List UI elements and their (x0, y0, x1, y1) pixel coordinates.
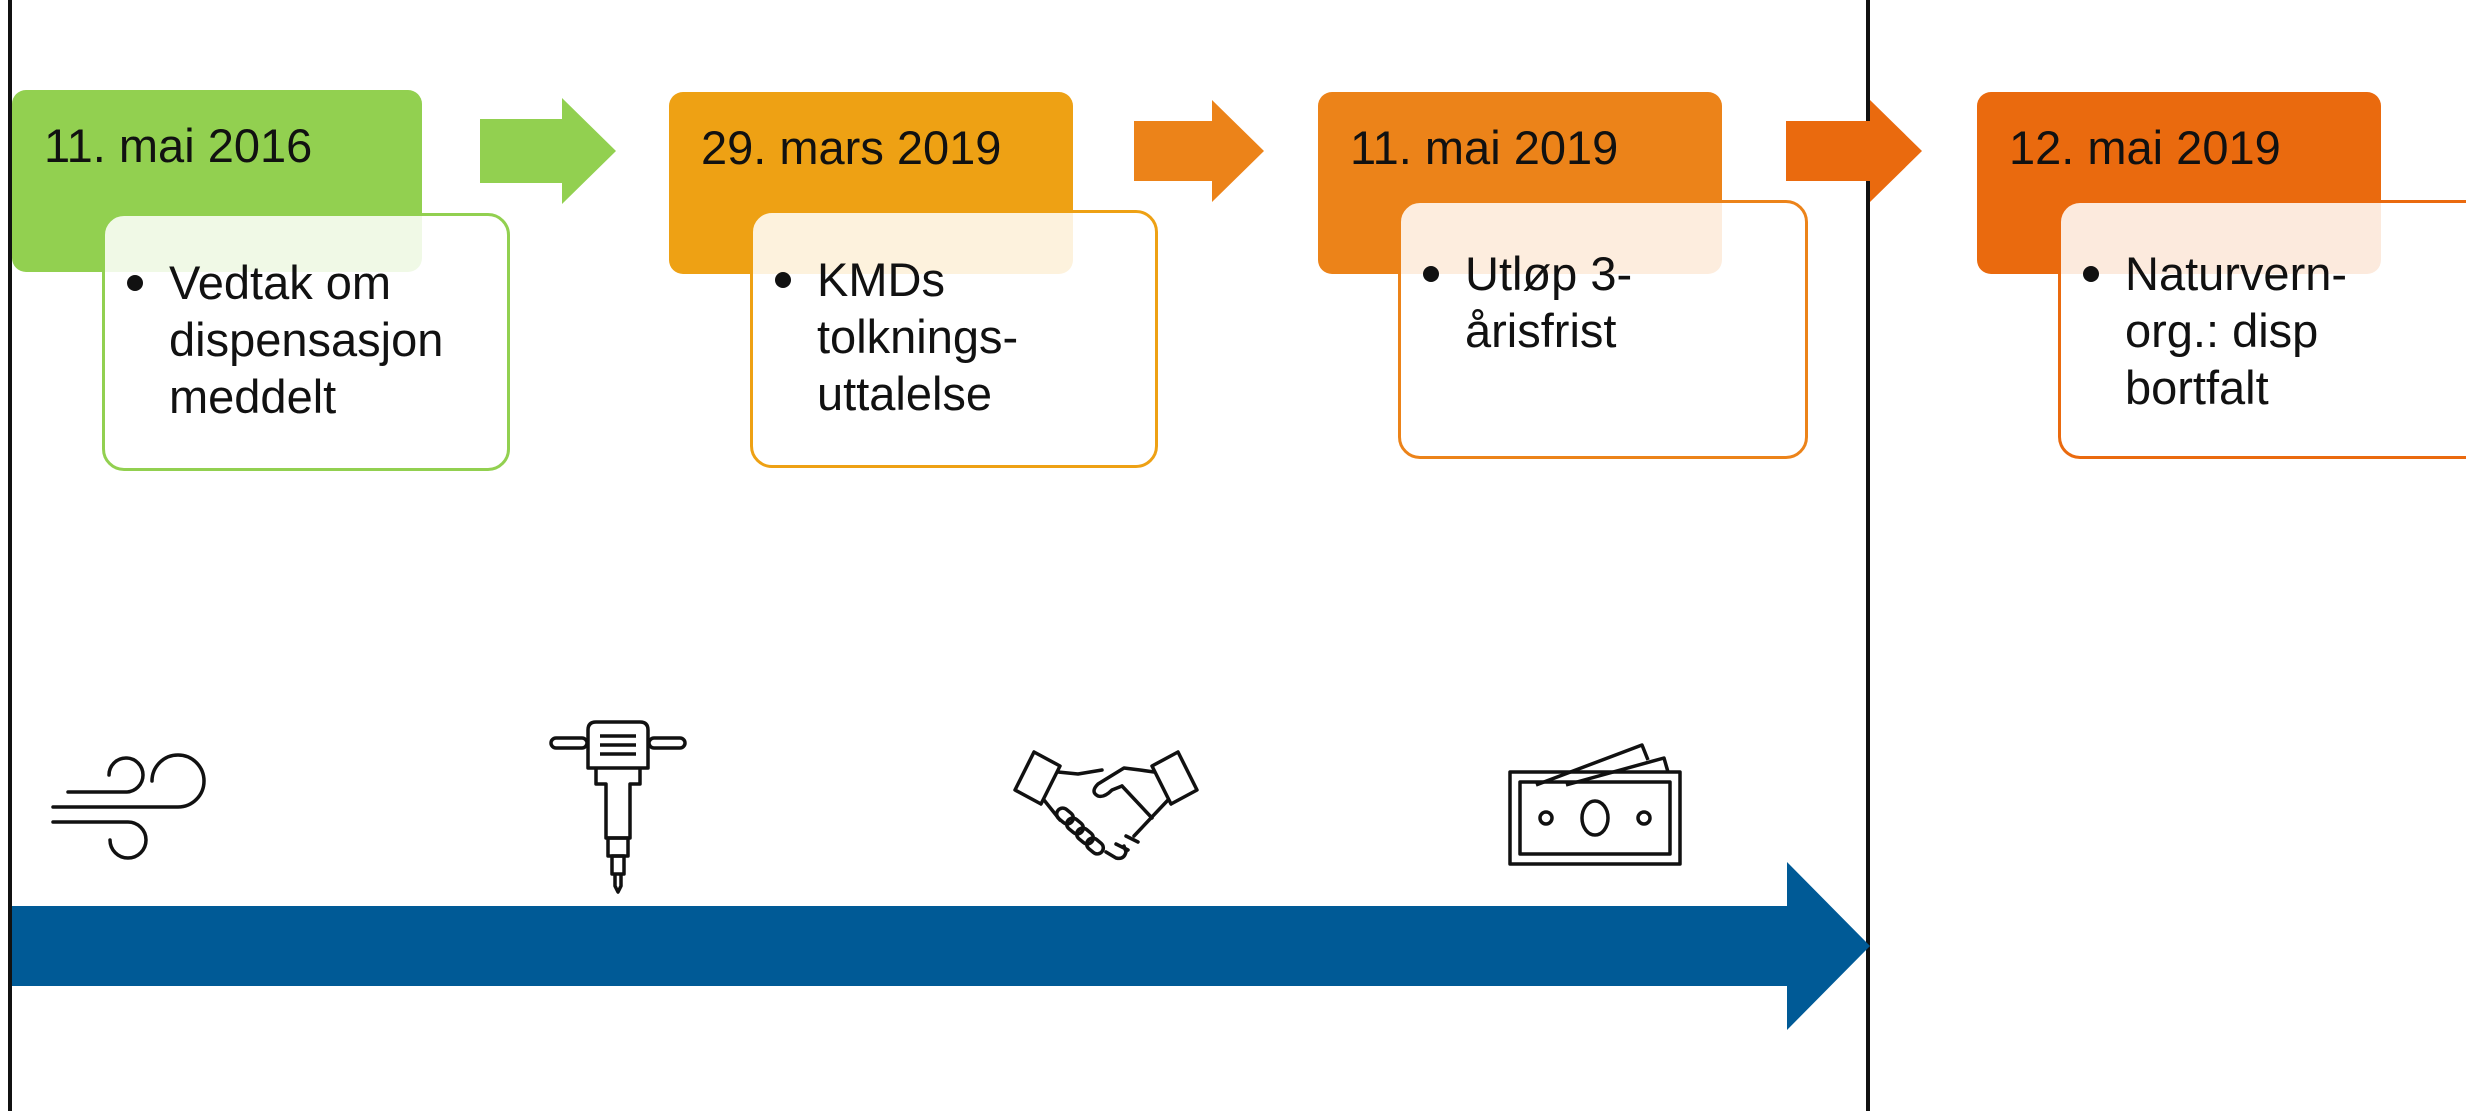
left-vertical-line (8, 0, 12, 1111)
milestone-2-date-text: 29. mars 2019 (701, 121, 1002, 174)
milestone-3-card: Utløp 3-årisfrist (1398, 200, 1808, 459)
wind-icon (51, 753, 206, 860)
cutoff-vertical-line (1866, 0, 1870, 1111)
milestone-3-date-text: 11. mai 2019 (1350, 121, 1619, 174)
milestone-4-date-text: 12. mai 2019 (2009, 121, 2281, 174)
timeline-arrow (12, 862, 1870, 1030)
milestone-3-bullet: Utløp 3-årisfrist (1401, 245, 1805, 359)
arrow-right-3 (1786, 100, 1922, 202)
milestone-1-date-text: 11. mai 2016 (44, 119, 313, 172)
arrow-right-1 (480, 98, 616, 204)
handshake-icon (1013, 750, 1199, 861)
money-icon (1508, 743, 1682, 866)
jackhammer-icon (549, 720, 687, 894)
arrow-right-2 (1134, 100, 1264, 202)
